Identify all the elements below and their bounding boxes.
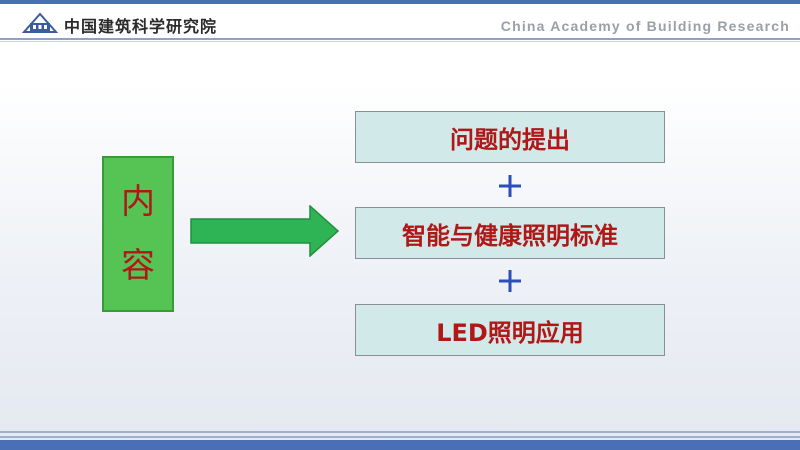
footer-line bbox=[0, 436, 800, 438]
header-divider bbox=[0, 38, 800, 40]
footer-line bbox=[0, 431, 800, 433]
content-label-char-1: 内 bbox=[121, 182, 155, 222]
plus-icon bbox=[499, 270, 521, 292]
item-led-application: LED照明应用 bbox=[355, 304, 665, 356]
footer-band bbox=[0, 440, 800, 450]
content-label-char-2: 容 bbox=[121, 246, 155, 286]
header-stripe bbox=[0, 0, 800, 4]
item-lighting-standard: 智能与健康照明标准 bbox=[355, 207, 665, 259]
header-bar bbox=[0, 0, 800, 38]
org-name: 中国建筑科学研究院 bbox=[64, 17, 218, 36]
content-label-box: 内 容 bbox=[102, 156, 174, 312]
right-arrow-icon bbox=[190, 205, 340, 257]
item-problem-statement: 问题的提出 bbox=[355, 111, 665, 163]
plus-icon bbox=[499, 175, 521, 197]
header-divider-thin bbox=[0, 41, 800, 42]
org-english-name: China Academy of Building Research bbox=[500, 18, 790, 34]
cabr-logo-icon bbox=[22, 12, 58, 33]
